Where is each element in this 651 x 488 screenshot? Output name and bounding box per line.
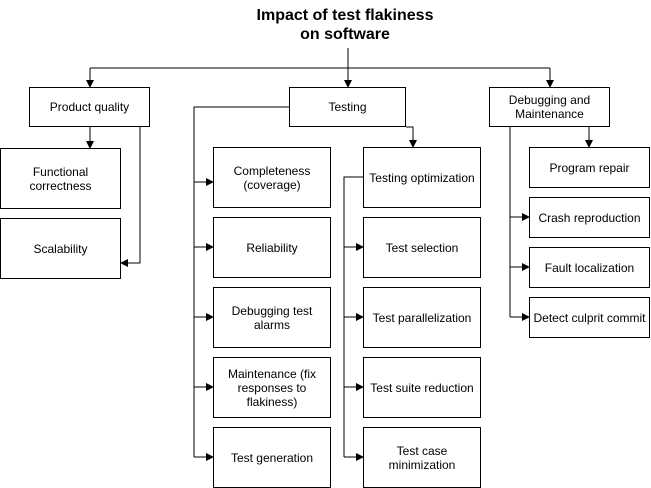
edge-testing-optimization (406, 126, 417, 148)
node-reliability: Reliability (213, 217, 331, 278)
node-crash-reproduction: Crash reproduction (529, 197, 650, 238)
node-debugging-test-alarms: Debugging test alarms (213, 287, 331, 348)
title-line-1: Impact of test flakiness (256, 7, 434, 24)
node-test-case-minimization: Test case minimization (363, 427, 481, 488)
node-test-parallelization: Test parallelization (363, 287, 481, 348)
diagram-title: Impact of test flakiness on software (175, 6, 515, 44)
node-completeness: Completeness (coverage) (213, 147, 331, 208)
edge-pq-scalability (120, 127, 141, 267)
node-program-repair: Program repair (529, 147, 650, 188)
title-line-2: on software (300, 26, 390, 43)
node-test-selection: Test selection (363, 217, 481, 278)
node-fault-localization: Fault localization (529, 247, 650, 288)
node-testing-optimization: Testing optimization (363, 147, 481, 208)
node-test-suite-reduction: Test suite reduction (363, 357, 481, 418)
node-detect-culprit-commit: Detect culprit commit (529, 297, 650, 338)
node-functional-correctness: Functional correctness (0, 148, 121, 209)
node-debugging-maintenance: Debugging and Maintenance (489, 87, 610, 127)
node-scalability: Scalability (0, 218, 121, 279)
node-testing: Testing (289, 87, 406, 127)
node-product-quality: Product quality (29, 87, 150, 127)
edge-optimization-trunk (343, 176, 363, 457)
edge-testing-trunk (193, 106, 289, 457)
node-test-generation: Test generation (213, 427, 331, 488)
node-maintenance: Maintenance (fix responses to flakiness) (213, 357, 331, 418)
